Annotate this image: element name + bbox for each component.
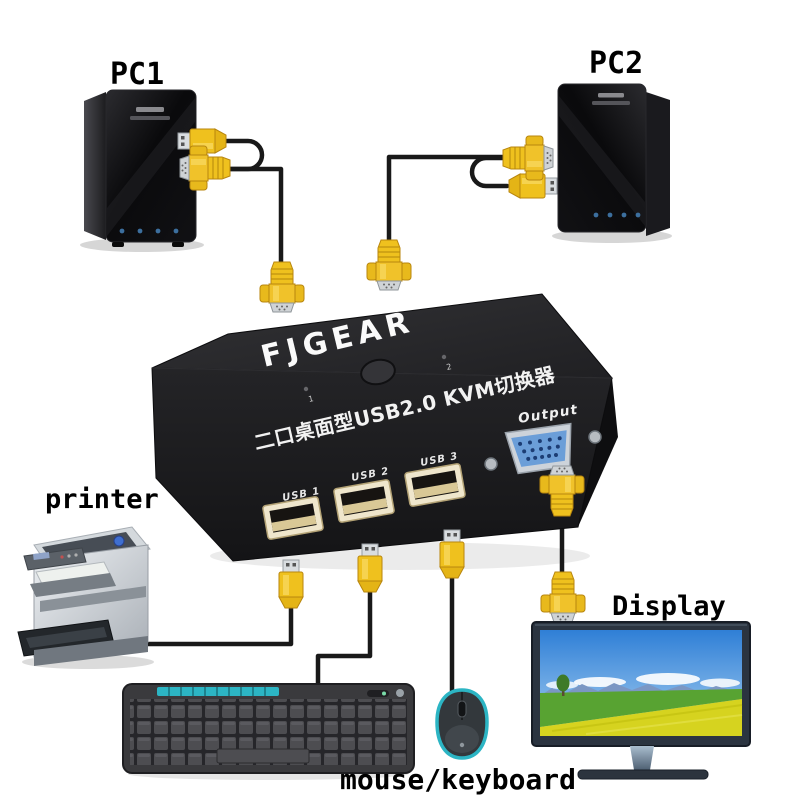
mouse-device[interactable] xyxy=(435,688,489,760)
kvm-switch: FJGEAR 1 2 二口桌面型USB2.0 KVM切换器 Output USB… xyxy=(151,293,618,562)
mouse-logo xyxy=(459,742,465,748)
printer-device xyxy=(17,526,151,666)
port-1-indicator-led xyxy=(303,386,309,392)
mouse-usb-connector xyxy=(439,529,465,579)
output-vga-port[interactable] xyxy=(504,422,576,475)
pc2-kvm-vga-connector xyxy=(366,239,412,291)
pc-logo-mark xyxy=(136,107,164,112)
port-2-indicator-led xyxy=(441,354,447,360)
mouse-scroll-wheel[interactable] xyxy=(457,700,467,718)
printer-power-button[interactable] xyxy=(113,535,125,547)
pc2-vga-connector xyxy=(502,135,554,181)
pc2-label: PC2 xyxy=(589,46,644,81)
monitor-stand-neck xyxy=(630,746,654,770)
pc1-tower xyxy=(84,89,197,247)
printer-label: printer xyxy=(45,484,159,515)
pc2-kvm-cable xyxy=(469,155,510,189)
display-label: Display xyxy=(612,591,726,622)
pc2-tower xyxy=(557,83,670,236)
usb2-keyboard-cable xyxy=(315,587,373,691)
monitor-stand-base xyxy=(577,769,709,780)
keyboard-hotkey-strip[interactable] xyxy=(157,687,279,696)
port-1-indicator-label: 1 xyxy=(308,394,315,404)
keyboard-spacebar[interactable] xyxy=(216,748,310,764)
case-screw xyxy=(588,430,602,444)
usb1-printer-cable xyxy=(109,603,294,647)
pc1-label: PC1 xyxy=(110,57,165,92)
tree xyxy=(556,674,570,692)
keyboard-device xyxy=(122,683,415,774)
pc1-kvm-cable xyxy=(225,166,284,267)
display-vga-connector xyxy=(540,571,586,623)
mouse-keyboard-label: mouse/keyboard xyxy=(340,763,577,796)
port-2-indicator-label: 2 xyxy=(446,362,453,372)
printer-control-panel[interactable] xyxy=(23,547,87,571)
display-monitor xyxy=(531,621,751,780)
monitor-screen xyxy=(540,630,743,736)
case-screw xyxy=(484,457,498,471)
printer-usb-connector xyxy=(278,559,304,609)
kvm-select-button[interactable] xyxy=(359,357,397,388)
pc-logo-mark xyxy=(130,116,170,120)
pc-logo-mark xyxy=(592,101,630,105)
pc1-kvm-vga-connector xyxy=(259,261,305,313)
pc-logo-mark xyxy=(598,93,624,98)
pc2-kvm-cable xyxy=(386,154,507,245)
keyboard-usb-connector xyxy=(357,543,383,593)
keyboard-logo xyxy=(396,689,404,697)
